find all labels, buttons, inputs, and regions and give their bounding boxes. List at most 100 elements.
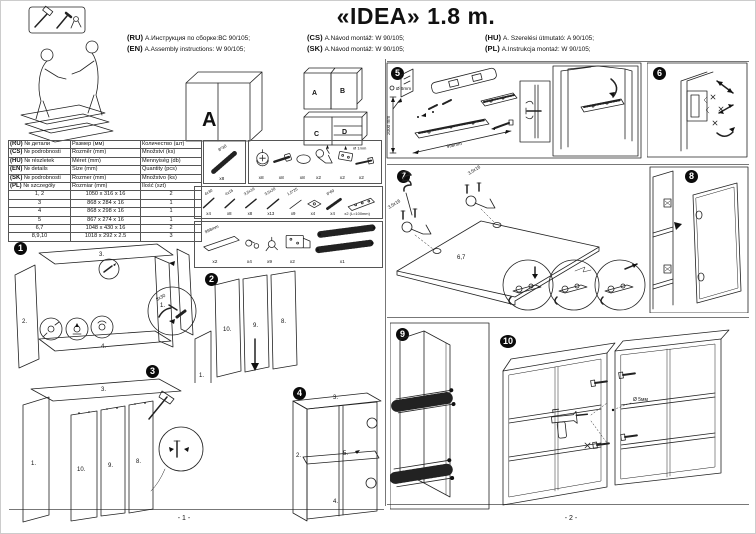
panel-label: 9. [253,323,258,329]
step-box [649,166,749,313]
step-box [647,62,748,158]
step-8-drawing [649,166,749,313]
screw-icon [266,198,280,210]
panel-label: 5. [343,451,348,457]
section-rule [387,164,749,165]
hole-diameter-label: Ø 5мм [633,397,648,403]
person-icon [71,40,103,116]
basket-qty: x1 [340,259,345,265]
hardware-box-fittings: x8 x8 x8 x2 x2 Ø 1mm x2 [248,140,382,184]
step-6-drawing [647,62,748,158]
screw-icon [224,198,236,209]
cam-detail-circle [65,317,89,341]
lang-ru: (RU)А.Инструкция по сборке:ВС 90/105; [127,33,307,44]
profile-length-label: 998mm [204,224,220,235]
lang-code: (EN) [127,44,143,53]
product-overview-drawing: A A B C D [185,67,368,146]
dowel-inset-circle: 8x30 [147,286,197,336]
lang-cs: (CS)A.Návod montáž: W 90/105; [307,33,485,44]
door-drawing [692,182,742,304]
step-3-badge: 3 [146,365,159,378]
back-panels-drawing [214,270,298,378]
mounting-rail-icon [347,197,375,211]
step-9-drawing [390,322,490,510]
drill-diameter-label-group: Ø 6mm [389,85,411,91]
wall-dowel-icon [326,197,343,211]
connector-bolt-icon [592,441,610,449]
lang-text: A.Návod montáž: W 90/105; [324,35,405,42]
step-3-drawing: 3. 1. 10. 9. 8. [22,378,204,523]
hardware-box-accessories: 998mm x2 x4 x9 x2 x1 [194,221,383,268]
step-box [390,322,490,510]
bracket-icon [285,235,311,249]
hammer-icon [148,390,175,420]
person-icon [35,48,67,120]
wall-bracket-drawing [392,68,414,110]
drill-icon [551,408,589,439]
step-box [386,62,642,159]
mounting-rail-drawing [480,92,518,107]
panel-label: 6,7 [457,255,466,261]
step-2-drawing: 10. 9. 8. 1. [194,270,298,383]
ring-qty: x8 [300,175,305,181]
panel-label: 10. [77,467,86,473]
step-6-badge: 6 [653,67,666,80]
wire-basket-drawing [390,458,455,488]
page-number-right: - 2 - [564,515,578,522]
wall-dowel-icons [417,99,452,118]
section-rule [387,317,749,318]
panel-label: 2. [296,453,301,459]
lower-rail-drawing [414,118,514,139]
dowel-size-label: 8x30 [155,293,167,302]
screw-size-label: 4x16 [224,187,235,196]
large-cabinet-drawing: A [185,71,263,142]
lang-text: А.Инструкция по сборке:ВС 90/105; [145,35,250,42]
lang-hu: (HU)A. Szerelési útmutató: A 90/105; [485,33,695,44]
spirit-level-icon [431,67,497,94]
screw-qty: x8 [227,211,232,216]
nail-icon [289,199,302,209]
screw-size-label: 3,5x16 [467,164,482,176]
bushing-qty: x4 [247,259,252,265]
drill-guide-lines [590,402,608,444]
cabinet-label: A [202,109,216,131]
cam-lock-icon [256,149,269,167]
attach-arrow [674,222,693,241]
base-cabinet-drawing: C D [303,111,368,146]
cabinet-hanging-detail-drawing [560,65,633,150]
lang-code: (PL) [485,44,500,53]
dowel-icon [211,151,237,174]
bracket-adjustment-drawing [680,71,735,152]
cabinet-label: B [340,88,345,95]
hinge-with-screws-left: 3,5x16 [387,198,432,235]
panel-label: 4. [333,499,338,505]
panel-label: 2. [22,319,27,325]
hardware-box-screws: 4x30 x4 4x16 x8 3,5x16 x8 3,5x20 x13 1,5… [194,186,383,219]
nail-size-label: 1,5*25 [286,186,299,196]
hinge-detail-circle-1 [502,259,554,311]
panel-label: 3. [99,252,104,258]
plate-qty: x4 [311,211,316,216]
connector-bolt-icon [590,379,608,387]
profile-bar-icon [203,235,240,252]
cabinet-corner-drawing [194,330,212,383]
screw-detail-circle [98,258,120,280]
insert-arrow [251,338,259,371]
connector-bolt-icon [618,371,636,379]
step-10-badge: 10 [500,335,516,348]
cabinet-side-drawing [652,170,674,310]
panel-label: 3. [101,387,106,393]
width-dimension: 998mm [412,130,512,154]
step-4-drawing: 3. 2. 4. 5. [292,392,382,522]
pin-qty: x2 [359,175,364,181]
cabinet-back-drawing [22,378,182,523]
cabinet-label: C [314,131,319,138]
